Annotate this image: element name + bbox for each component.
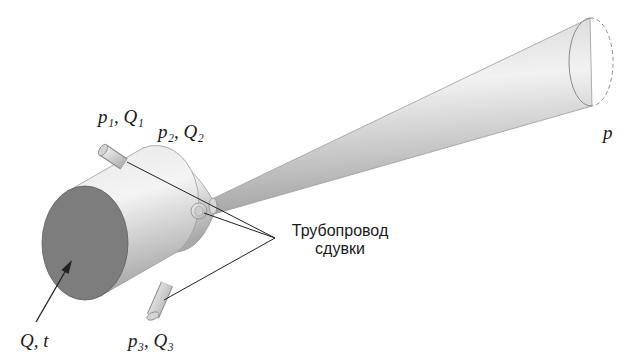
leader-line — [204, 213, 275, 238]
bleed-pipe-1-end — [96, 143, 109, 158]
inflow-label: Q, t — [20, 330, 49, 352]
pipe-label: p₃, Q₃ — [128, 330, 174, 352]
pipe-label: p₁, Q₁ — [98, 106, 144, 128]
cone-outlet-hidden-edge — [590, 18, 613, 106]
pressure-label: p — [603, 122, 613, 144]
cone-outlet-edge — [569, 18, 592, 106]
bleed-pipe-2-bore — [195, 206, 203, 216]
inflow-arrow — [36, 270, 66, 322]
diffuser-cone — [212, 18, 592, 214]
leader-line — [127, 162, 275, 238]
arrow-head — [62, 260, 73, 274]
bleed-pipe-2 — [191, 203, 207, 219]
leader-line — [164, 238, 275, 300]
bleed-pipe-3-end — [146, 310, 161, 322]
callout-label: Трубопровод сдувки — [279, 222, 401, 259]
pipe-label: p₂, Q₂ — [158, 121, 204, 143]
chamber-inlet-face — [42, 186, 128, 300]
